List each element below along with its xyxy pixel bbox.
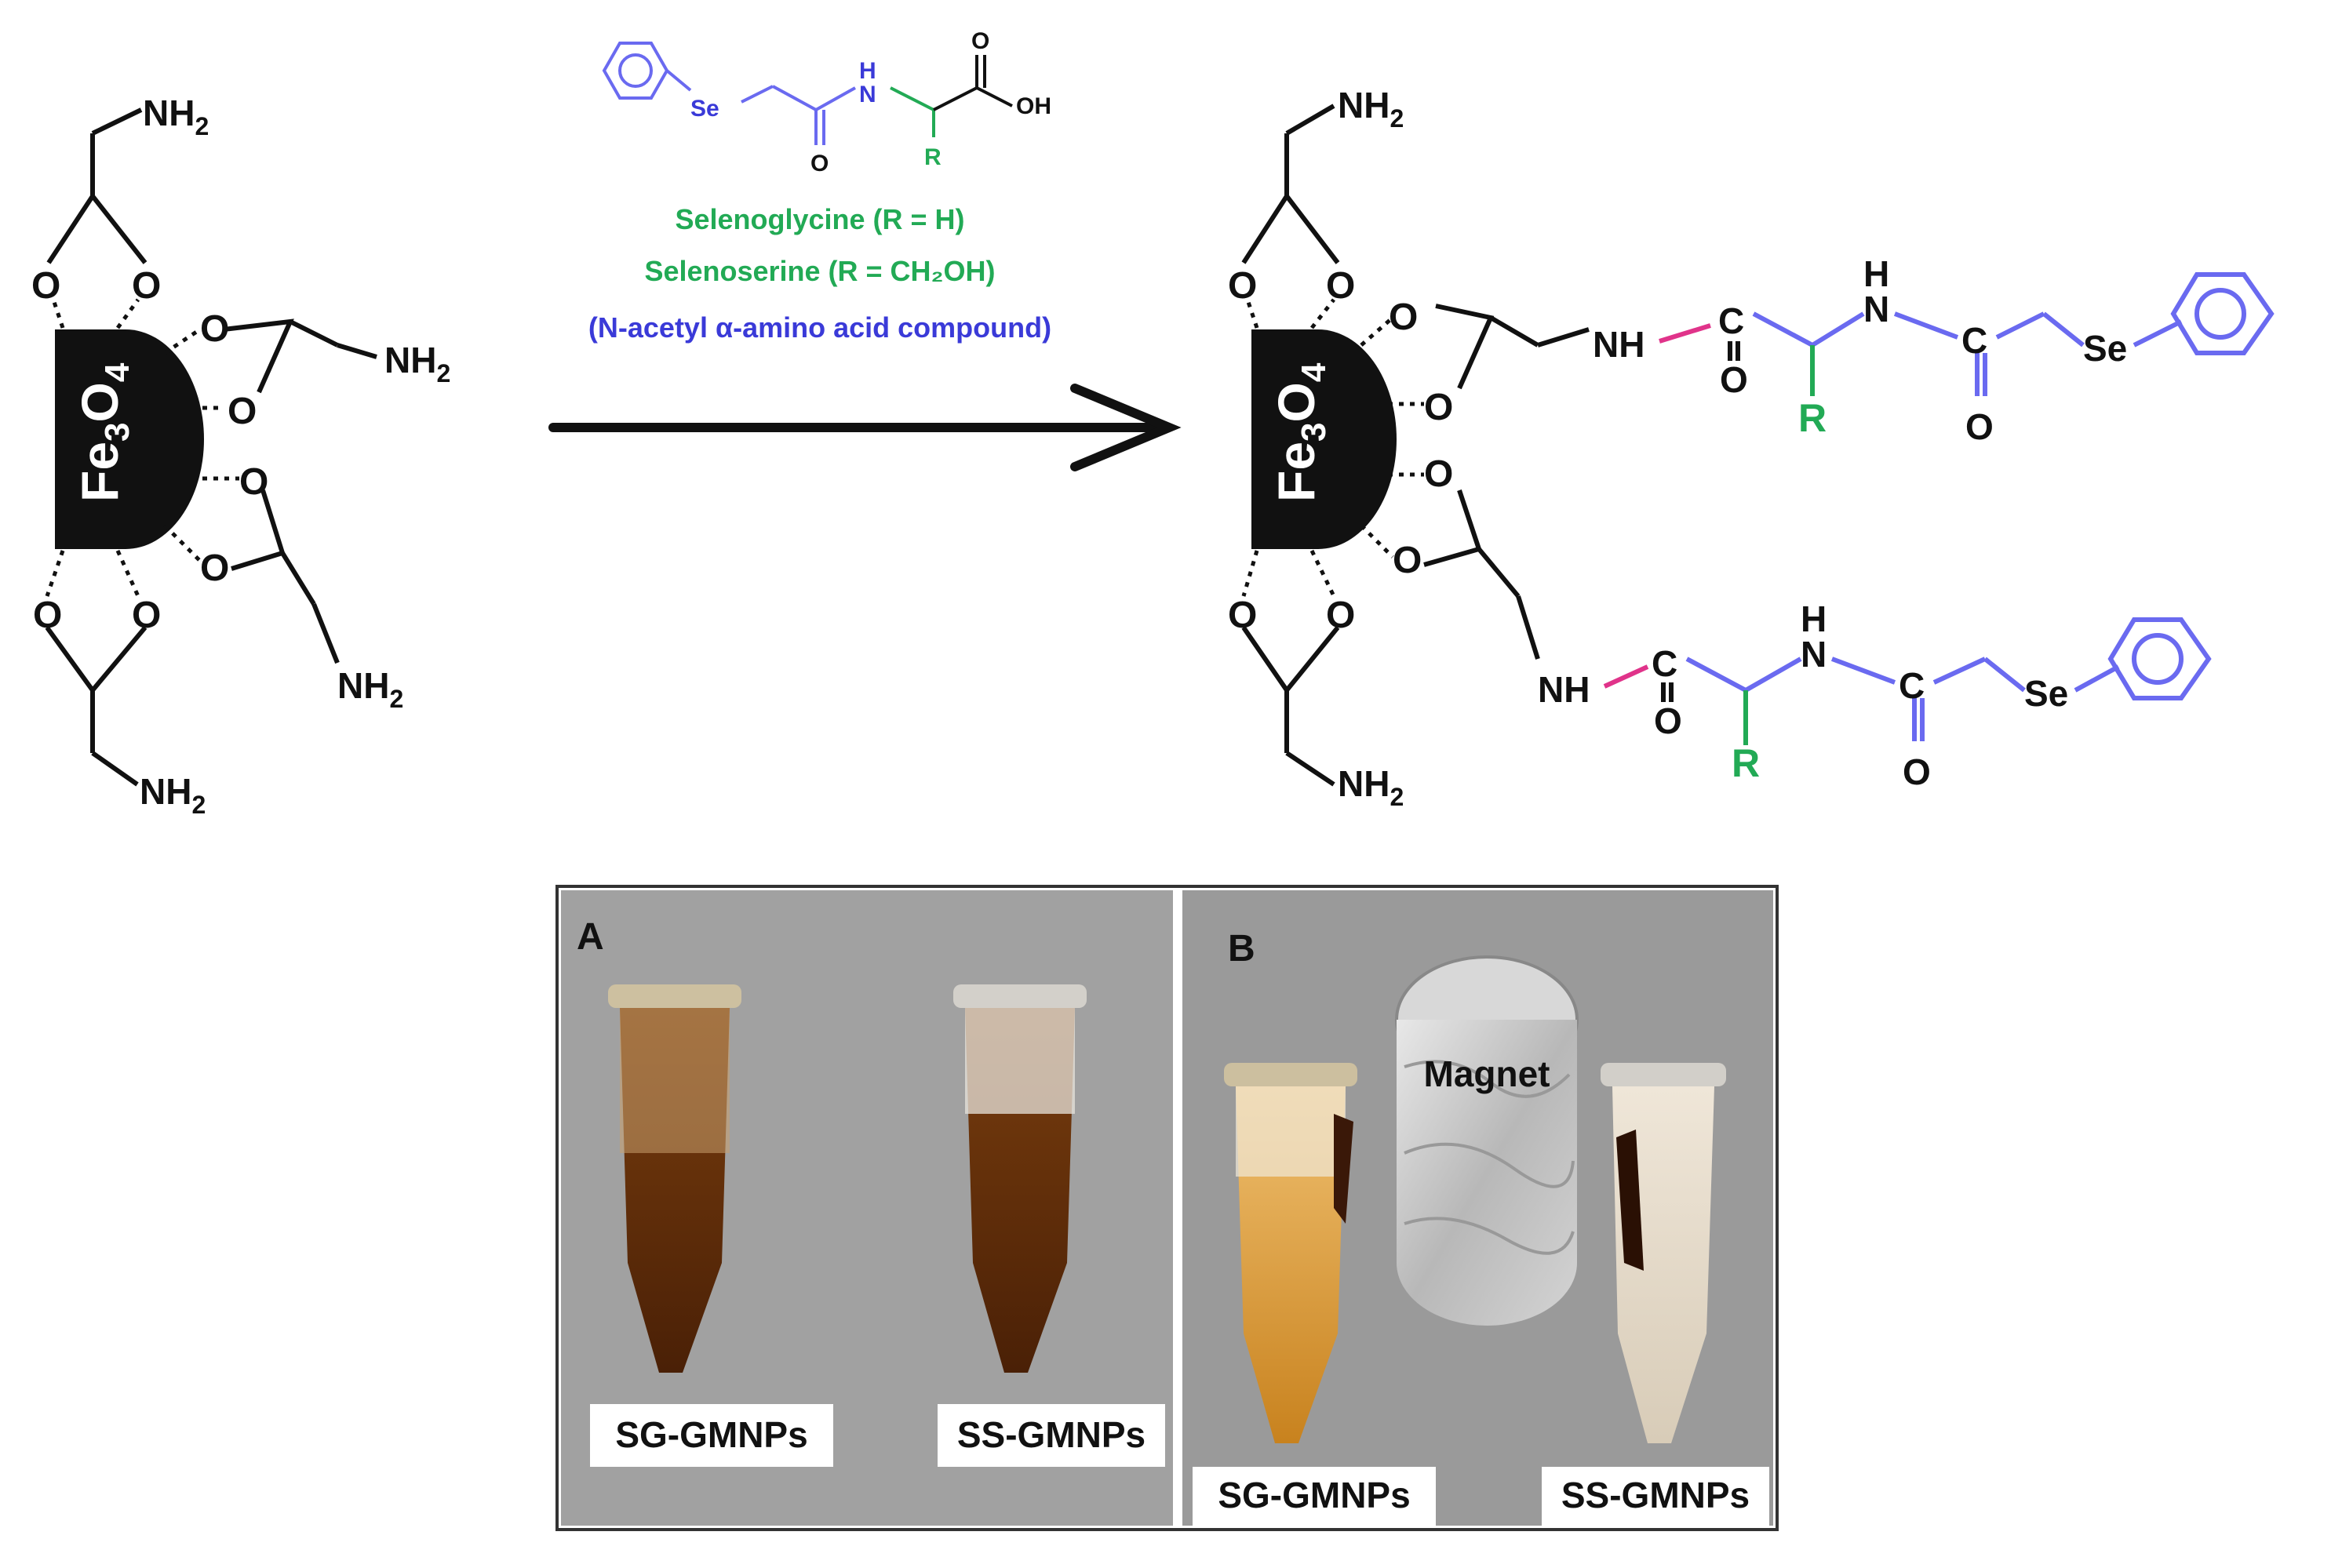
panel-a-letter: A	[577, 916, 604, 958]
oxygen-atom: O	[1326, 595, 1355, 636]
reagent-caption: Selenoglycine (R = H) Selenoserine (R = …	[588, 203, 1051, 344]
oxygen-atom: O	[971, 28, 989, 54]
product-chain-lower	[1603, 617, 2212, 745]
label-sg-a: SG-GMNPs	[615, 1414, 807, 1455]
panel-b	[1182, 890, 1773, 1526]
reaction-arrow	[548, 384, 1182, 471]
oxygen-atom: O	[1228, 265, 1257, 307]
oxygen-atom: O	[31, 265, 60, 307]
nitrogen-atom: N	[1801, 634, 1827, 675]
carbon-atom: C	[1961, 320, 1987, 361]
tube-sg-a	[608, 984, 741, 1373]
nitrogen-atom: H	[1863, 253, 1889, 294]
tube-sg-b	[1224, 1063, 1357, 1443]
label-sg-b: SG-GMNPs	[1218, 1475, 1410, 1515]
r-group: R	[1732, 741, 1760, 785]
magnet-label: Magnet	[1424, 1053, 1550, 1094]
magnet	[1395, 955, 1579, 1326]
oxygen-atom: O	[1965, 406, 1994, 447]
oxygen-atom: O	[228, 391, 257, 432]
oxygen-atom: O	[1424, 453, 1453, 495]
nitrogen-atom: H	[1801, 598, 1827, 639]
carbon-atom: C	[1718, 300, 1744, 341]
oxygen-atom: O	[810, 151, 829, 176]
amine-label: NH2	[1338, 85, 1404, 133]
reactant-nanoparticle	[45, 107, 377, 787]
amine-label: NH2	[384, 340, 450, 387]
reagent-line-2: Selenoserine (R = CH₂OH)	[644, 255, 995, 287]
panel-b-letter: B	[1228, 928, 1255, 970]
oxygen-atom: O	[1393, 540, 1422, 581]
amine-label: NH2	[337, 665, 403, 713]
hydroxyl: OH	[1016, 93, 1051, 119]
oxygen-atom: O	[1228, 595, 1257, 636]
product-nanoparticle	[1241, 104, 1590, 787]
amide-nh: NH	[1593, 324, 1644, 365]
label-ss-b: SS-GMNPs	[1561, 1475, 1750, 1515]
oxygen-atom: O	[1326, 265, 1355, 307]
selenium-atom: Se	[2083, 328, 2127, 369]
oxygen-atom: O	[1389, 297, 1418, 338]
reagent-structure	[602, 42, 1013, 145]
oxygen-atom: O	[1903, 751, 1931, 792]
product-labels: Fe3O4 O O O O O O O O NH2 NH2 NH NH C O …	[1228, 85, 2127, 811]
core-label: Fe3O4	[1267, 362, 1333, 502]
tube-ss-a	[953, 984, 1087, 1373]
photo-labels: A B Magnet SG-GMNPs SS-GMNPs SG-GMNPs SS…	[577, 916, 1769, 1526]
reactant-labels: Fe3O4 O O O O O O O O NH2 NH2 NH2 NH2	[31, 93, 450, 819]
carbon-atom: C	[1652, 643, 1677, 684]
oxygen-atom: O	[239, 461, 268, 503]
oxygen-atom: O	[1720, 359, 1748, 400]
selenium-atom: Se	[2024, 673, 2068, 714]
tube-ss-b	[1601, 1063, 1726, 1443]
amine-label: NH2	[140, 771, 206, 819]
oxygen-atom: O	[1654, 700, 1682, 741]
product-chain-upper	[1659, 272, 2275, 396]
oxygen-atom: O	[33, 595, 62, 636]
nitrogen-atom: N	[1863, 289, 1889, 329]
r-group: R	[924, 144, 942, 170]
carbon-atom: C	[1899, 665, 1925, 706]
reagent-line-3: (N-acetyl α-amino acid compound)	[588, 311, 1051, 344]
nitrogen-atom: N	[859, 82, 876, 107]
amine-label: NH2	[143, 93, 209, 140]
reagent-atoms: Se H N O R O OH	[690, 28, 1051, 176]
core-label: Fe3O4	[71, 362, 137, 502]
selenium-atom: Se	[690, 96, 719, 122]
oxygen-atom: O	[132, 265, 161, 307]
oxygen-atom: O	[132, 595, 161, 636]
r-group: R	[1798, 396, 1827, 440]
oxygen-atom: O	[1424, 387, 1453, 428]
nitrogen-atom: H	[859, 58, 876, 84]
oxygen-atom: O	[200, 308, 229, 350]
reagent-line-1: Selenoglycine (R = H)	[675, 203, 964, 235]
oxygen-atom: O	[200, 548, 229, 589]
amide-nh: NH	[1538, 669, 1590, 710]
amine-label: NH2	[1338, 763, 1404, 811]
label-ss-a: SS-GMNPs	[957, 1414, 1146, 1455]
